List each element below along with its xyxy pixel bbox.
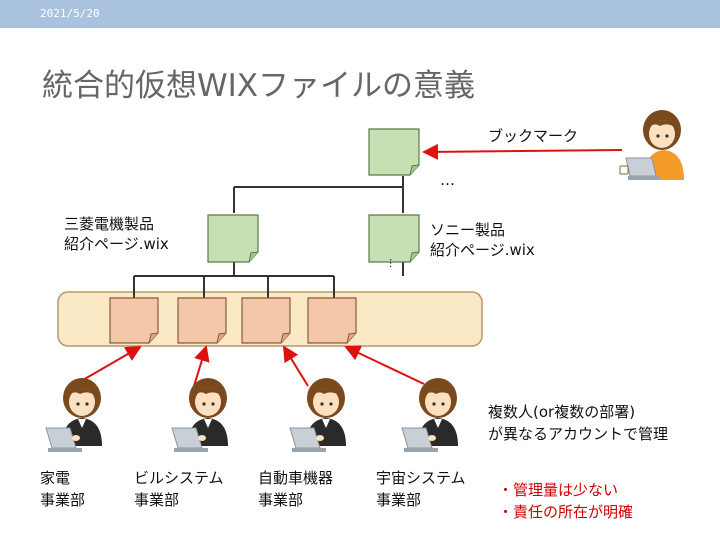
- benefit-1: ・管理量は少ない: [498, 481, 619, 499]
- dept-label-1-line1: 家電: [40, 469, 71, 487]
- dept-label-3-line1: 自動車機器: [258, 469, 334, 487]
- slide-date: 2021/5/20: [40, 7, 100, 20]
- dept-label-3-line2: 事業部: [258, 491, 304, 509]
- access-arrows: [75, 143, 623, 387]
- dept-label-2-line1: ビルシステム: [134, 469, 224, 487]
- slide-title: 統合的仮想WIXファイルの意義: [42, 68, 476, 104]
- tree-lines: [133, 176, 404, 298]
- dept-wix-document-1: [109, 297, 159, 344]
- benefit-2: ・責任の所在が明確: [498, 503, 634, 521]
- dept-label-1-line2: 事業部: [40, 491, 86, 509]
- mitsubishi-label-line2: 紹介ページ.wix: [64, 235, 169, 253]
- mitsubishi-wix-document: [207, 214, 259, 263]
- multi-account-line1: 複数人(or複数の部署): [488, 403, 636, 421]
- mitsubishi-label-line1: 三菱電機製品: [64, 215, 155, 233]
- dept-label-4-line1: 宇宙システム: [376, 469, 466, 487]
- dept-wix-document-3: [241, 297, 291, 344]
- person-dept-2: [171, 377, 229, 453]
- sony-wix-document: [368, 214, 420, 263]
- sony-label-line1: ソニー製品: [430, 221, 506, 239]
- person-bookmark-user: [619, 110, 684, 180]
- dept-label-2-line2: 事業部: [134, 491, 180, 509]
- dept-label-4-line2: 事業部: [376, 491, 422, 509]
- person-dept-4: [401, 377, 459, 453]
- bookmark-document: [368, 128, 420, 176]
- bookmark-label: ブックマーク: [488, 127, 579, 145]
- dept-wix-document-2: [177, 297, 227, 344]
- sony-label-line2: 紹介ページ.wix: [430, 241, 535, 259]
- header-bar: [0, 0, 720, 28]
- person-dept-1: [45, 377, 103, 453]
- ellipsis-mid: …: [387, 258, 398, 268]
- person-dept-3: [289, 377, 347, 453]
- dept-wix-document-4: [307, 297, 357, 344]
- multi-account-line2: が異なるアカウントで管理: [488, 425, 669, 443]
- ellipsis-top: …: [440, 171, 455, 189]
